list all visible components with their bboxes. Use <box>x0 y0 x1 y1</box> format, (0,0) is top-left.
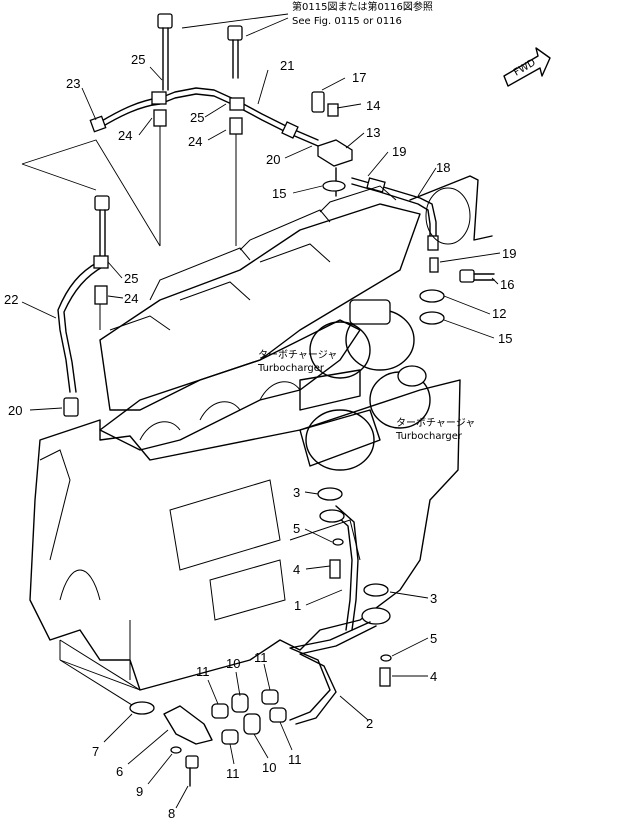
engine-block <box>29 379 461 711</box>
callout-3-right: 3 <box>430 591 437 606</box>
exhaust-manifold <box>99 319 361 451</box>
fwd-label: FWD <box>512 57 538 78</box>
callout-18: 18 <box>436 160 450 175</box>
callout-25-top: 25 <box>131 52 145 67</box>
callout-16: 16 <box>500 277 514 292</box>
turbocharger-front <box>299 299 415 411</box>
callout-11-c: 11 <box>226 766 240 781</box>
callout-21: 21 <box>280 58 294 73</box>
callout-8: 8 <box>168 806 175 818</box>
turbocharger-rear <box>299 365 431 471</box>
turbo-label-2-jp: ターボチャージャ <box>396 417 475 429</box>
callout-2: 2 <box>366 716 373 731</box>
callout-9: 9 <box>136 784 143 799</box>
callout-14: 14 <box>366 98 380 113</box>
reference-arrow-left <box>181 13 289 29</box>
callout-10-bottom: 10 <box>262 760 276 775</box>
reference-note-en: See Fig. 0115 or 0116 <box>292 16 402 27</box>
callout-7: 7 <box>92 744 99 759</box>
callout-22: 22 <box>4 292 18 307</box>
callout-11-d: 11 <box>288 752 302 767</box>
reference-note: 第0115図または第0116図参照 See Fig. 0115 or 0116 <box>181 0 433 37</box>
left-oil-tube <box>57 255 109 417</box>
callout-5-right: 5 <box>430 631 437 646</box>
tube-block <box>311 91 353 197</box>
callout-23: 23 <box>66 76 80 91</box>
callout-6: 6 <box>116 764 123 779</box>
callout-24-top: 24 <box>118 128 132 143</box>
callout-20-top: 20 <box>266 152 280 167</box>
fwd-arrow: FWD <box>503 47 551 87</box>
callout-25-left: 25 <box>124 271 138 286</box>
leader-lines <box>21 66 501 809</box>
callout-5-top: 5 <box>293 521 300 536</box>
callout-numbers: 25 21 23 17 14 25 24 24 13 19 20 18 15 1… <box>4 52 516 818</box>
callout-24-mid: 24 <box>188 134 202 149</box>
reference-note-jp: 第0115図または第0116図参照 <box>292 0 433 13</box>
callout-20-left: 20 <box>8 403 22 418</box>
callout-24-left: 24 <box>124 291 138 306</box>
callout-19-top: 19 <box>392 144 406 159</box>
turbo-label-1-jp: ターボチャージャ <box>258 349 337 361</box>
drain-tube-lower <box>129 583 392 787</box>
callout-11-b: 11 <box>254 650 268 665</box>
callout-15-top: 15 <box>272 186 286 201</box>
turbo-label-2-en: Turbocharger <box>395 431 463 442</box>
callout-1: 1 <box>294 598 301 613</box>
reference-arrow-right <box>245 17 289 37</box>
drain-tube-upper <box>317 487 359 631</box>
callout-13: 13 <box>366 125 380 140</box>
callout-25-mid: 25 <box>190 110 204 125</box>
callout-10-top: 10 <box>226 656 240 671</box>
cylinder-heads <box>99 185 421 411</box>
callout-3-top: 3 <box>293 485 300 500</box>
callout-11-a: 11 <box>196 664 210 679</box>
callout-19-right: 19 <box>502 246 516 261</box>
callout-12: 12 <box>492 306 506 321</box>
top-bolts <box>94 13 243 261</box>
callout-15-right: 15 <box>498 331 512 346</box>
callout-4-right: 4 <box>430 669 437 684</box>
turbo-label-1-en: Turbocharger <box>257 363 325 374</box>
callout-17: 17 <box>352 70 366 85</box>
callout-4-top: 4 <box>293 562 300 577</box>
upper-oil-tube <box>89 87 319 246</box>
